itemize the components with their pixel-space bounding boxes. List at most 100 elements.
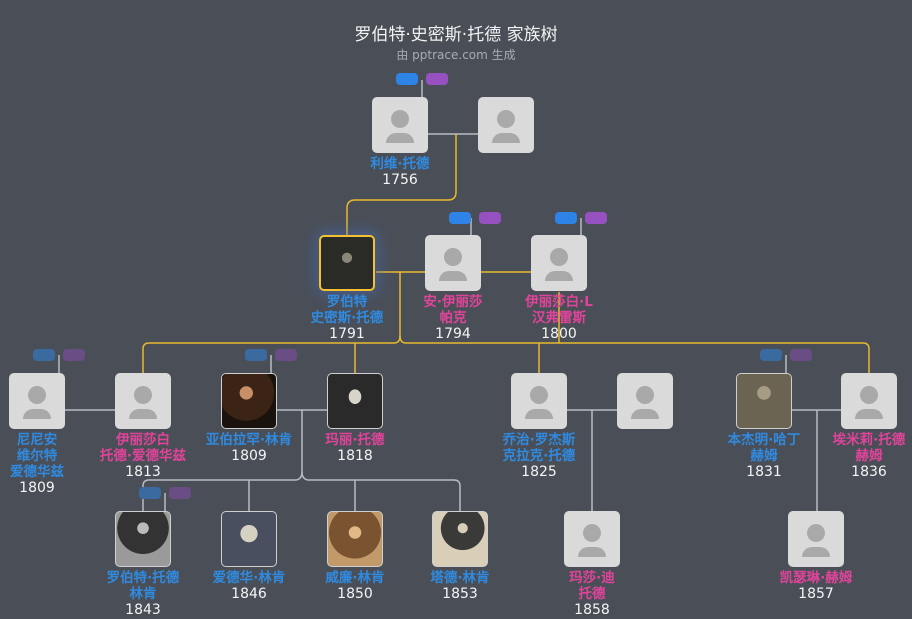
- person-placeholder[interactable]: [9, 373, 65, 429]
- badge-stem: [58, 80, 787, 511]
- person-photo[interactable]: [736, 373, 792, 429]
- person-name: 赫姆: [750, 448, 778, 464]
- father-link-button[interactable]: [139, 487, 161, 499]
- avatar-body-icon: [802, 547, 830, 557]
- person-name: 玛莎·迪: [569, 570, 615, 586]
- person-name: 史密斯·托德: [310, 310, 384, 326]
- person-photo[interactable]: [319, 235, 375, 291]
- person-name: 安·伊丽莎: [423, 294, 483, 310]
- lineage-link: [399, 335, 870, 373]
- person-name: 爱德华兹: [10, 464, 64, 480]
- person-name: 玛丽·托德: [325, 432, 385, 448]
- father-link-button[interactable]: [449, 212, 471, 224]
- person-placeholder[interactable]: [115, 373, 171, 429]
- birth-year: 1846: [231, 586, 267, 602]
- person-placeholder[interactable]: [788, 511, 844, 567]
- mother-link-button[interactable]: [585, 212, 607, 224]
- birth-year: 1809: [231, 448, 267, 464]
- person-photo[interactable]: [221, 511, 277, 567]
- mother-link-button[interactable]: [790, 349, 812, 361]
- mother-link-button[interactable]: [479, 212, 501, 224]
- birth-year: 1850: [337, 586, 373, 602]
- person-placeholder[interactable]: [564, 511, 620, 567]
- avatar-icon: [391, 110, 409, 128]
- person-name: 伊丽莎白: [116, 432, 170, 448]
- person-placeholder[interactable]: [841, 373, 897, 429]
- person-placeholder[interactable]: [531, 235, 587, 291]
- person-photo[interactable]: [115, 511, 171, 567]
- avatar-icon: [28, 386, 46, 404]
- person-name: 罗伯特: [326, 294, 368, 310]
- person-name: 伊丽莎白·L: [525, 294, 593, 310]
- birth-year: 1858: [574, 602, 610, 618]
- person-name: 帕克: [439, 310, 467, 326]
- lineage-link: [354, 343, 540, 373]
- avatar-body-icon: [855, 409, 883, 419]
- father-link-button[interactable]: [760, 349, 782, 361]
- person-name: 托德: [578, 586, 606, 602]
- avatar-body-icon: [545, 271, 573, 281]
- mother-link-button[interactable]: [63, 349, 85, 361]
- birth-year: 1794: [435, 326, 471, 342]
- birth-year: 1825: [521, 464, 557, 480]
- father-link-button[interactable]: [33, 349, 55, 361]
- person-placeholder[interactable]: [372, 97, 428, 153]
- avatar-body-icon: [578, 547, 606, 557]
- person-placeholder[interactable]: [425, 235, 481, 291]
- father-link-button[interactable]: [555, 212, 577, 224]
- avatar-icon: [860, 386, 878, 404]
- avatar-icon: [444, 248, 462, 266]
- person-name: 亚伯拉罕·林肯: [205, 432, 293, 448]
- lineage-link: [346, 134, 457, 235]
- mother-link-button[interactable]: [426, 73, 448, 85]
- avatar-icon: [807, 524, 825, 542]
- person-name: 克拉克·托德: [502, 448, 576, 464]
- avatar-icon: [134, 386, 152, 404]
- person-name: 罗伯特·托德: [106, 570, 180, 586]
- avatar-body-icon: [439, 271, 467, 281]
- birth-year: 1857: [798, 586, 834, 602]
- mother-link-button[interactable]: [275, 349, 297, 361]
- birth-year: 1756: [382, 172, 418, 188]
- page-subtitle: 由 pptrace.com 生成: [396, 48, 516, 62]
- child-link: [301, 471, 461, 511]
- father-link-button[interactable]: [396, 73, 418, 85]
- avatar-icon: [636, 386, 654, 404]
- birth-year: 1836: [851, 464, 887, 480]
- person-placeholder[interactable]: [511, 373, 567, 429]
- avatar-icon: [497, 110, 515, 128]
- person-name: 埃米莉·托德: [832, 432, 906, 448]
- person-name: 本杰明·哈丁: [727, 432, 801, 448]
- avatar-icon: [583, 524, 601, 542]
- avatar-body-icon: [386, 133, 414, 143]
- person-name: 凯瑟琳·赫姆: [779, 570, 853, 586]
- person-photo[interactable]: [327, 373, 383, 429]
- person-photo[interactable]: [432, 511, 488, 567]
- birth-year: 1809: [19, 480, 55, 496]
- person-placeholder[interactable]: [617, 373, 673, 429]
- avatar-body-icon: [129, 409, 157, 419]
- person-photo[interactable]: [221, 373, 277, 429]
- father-link-button[interactable]: [245, 349, 267, 361]
- person-placeholder[interactable]: [478, 97, 534, 153]
- person-photo[interactable]: [327, 511, 383, 567]
- mother-link-button[interactable]: [169, 487, 191, 499]
